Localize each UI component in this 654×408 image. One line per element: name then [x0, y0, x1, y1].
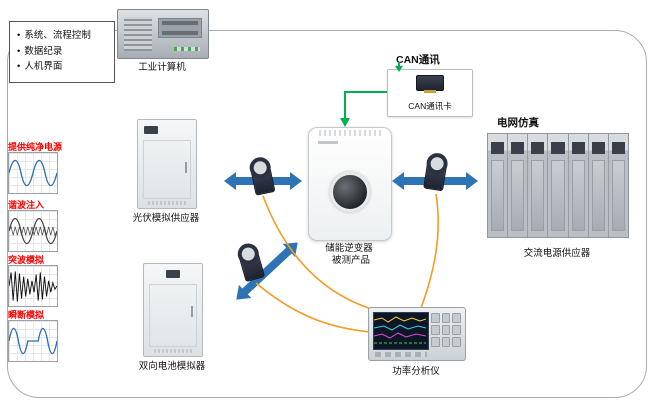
can-card-box: CAN通讯卡: [387, 69, 473, 117]
current-probe-icon: [423, 162, 447, 192]
inverter-image: [308, 127, 392, 241]
ac-cabinet-segment: [508, 134, 529, 237]
waveform-interrupt-label: 瞬断模拟: [8, 310, 45, 320]
control-feature-panel: • 系统、流程控制 • 数据纪录 • 人机界面: [9, 21, 115, 83]
inverter-logo: [318, 141, 338, 144]
inverter-fins: [319, 130, 381, 136]
can-card-image: [416, 75, 444, 93]
cabinet-door: [143, 140, 191, 199]
power-analyzer-image: [368, 307, 466, 361]
control-item-label: 数据纪录: [24, 45, 63, 57]
cabinet-screen: [144, 126, 158, 134]
computer-vent: [124, 17, 152, 51]
analyzer-screen: [373, 312, 429, 350]
interrupt-waveform-icon: [8, 320, 58, 362]
bullet-icon: •: [17, 30, 21, 41]
ac-supply-image: [487, 133, 629, 238]
cabinet-door: [149, 284, 197, 347]
control-item-label: 人机界面: [24, 61, 63, 73]
cabinet-handle: [191, 306, 193, 317]
ac-supply-label: 交流电源供应器: [523, 248, 591, 259]
ac-cabinet-segment: [588, 134, 609, 237]
ac-cabinet-segment: [488, 134, 509, 237]
bullet-icon: •: [17, 45, 21, 57]
analyzer-traces: [373, 316, 427, 344]
grid-simulation-title: 电网仿真: [497, 117, 539, 129]
list-item: • 系统、流程控制: [17, 28, 110, 44]
pv-simulator-label: 光伏模拟供应器: [132, 213, 200, 224]
harmonic-waveform-icon: [8, 210, 58, 252]
ac-cabinet-segment: [608, 134, 628, 237]
control-item-label: 系统、流程控制: [24, 30, 91, 41]
ac-cabinet-segment: [528, 134, 549, 237]
waveform-clean-power-label: 提供纯净电源: [8, 142, 63, 152]
can-title: CAN通讯: [396, 54, 440, 66]
computer-leds: [174, 47, 200, 51]
diagram-frame: [7, 30, 647, 398]
computer-drive-bays: [158, 18, 202, 38]
analyzer-keypad: [431, 313, 461, 347]
inverter-role-label: 被测产品: [331, 255, 371, 266]
cabinet-handle: [185, 162, 187, 173]
cabinet-vent: [154, 349, 192, 353]
waveform-surge-label: 突波模拟: [8, 255, 45, 265]
inverter-display-lens: [330, 172, 370, 212]
battery-simulator-label: 双向电池模拟器: [138, 361, 206, 372]
list-item: • 人机界面: [17, 59, 110, 75]
power-analyzer-label: 功率分析仪: [392, 366, 440, 377]
cabinet-screen: [166, 270, 180, 278]
ac-cabinet-segment: [568, 134, 589, 237]
pv-simulator-image: [137, 119, 197, 209]
can-card-label: CAN通讯卡: [408, 101, 452, 111]
sine-waveform-icon: [8, 152, 58, 194]
bullet-icon: •: [17, 61, 21, 73]
list-item: • 数据纪录: [17, 44, 110, 60]
industrial-computer-image: [117, 9, 209, 59]
waveform-harmonic-label: 谐波注入: [8, 200, 45, 210]
analyzer-button-strip: [375, 352, 427, 357]
industrial-computer-label: 工业计算机: [138, 62, 186, 73]
surge-waveform-icon: [8, 265, 58, 307]
battery-simulator-image: [143, 263, 203, 357]
ac-cabinet-segment: [548, 134, 569, 237]
cabinet-vent: [148, 201, 186, 205]
